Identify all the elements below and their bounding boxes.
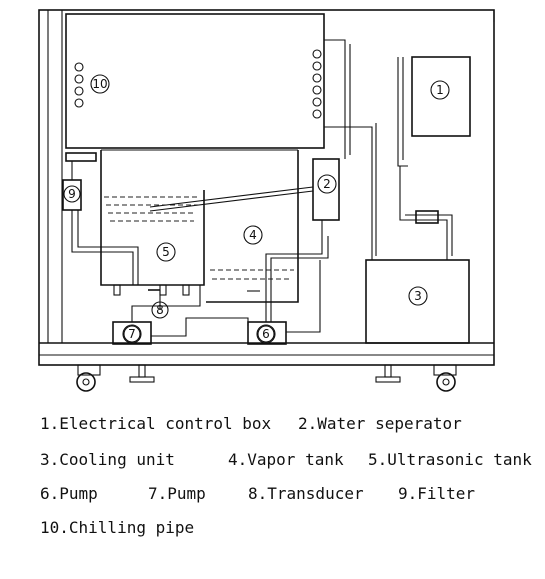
legend-item-2: 2.Water seperator — [298, 414, 462, 433]
machine-diagram: 10 1 2 9 4 5 3 8 7 6 1.Electrical contro… — [38, 9, 532, 537]
legend-item-10: 10.Chilling pipe — [40, 518, 195, 537]
callout-1: 1 — [436, 83, 444, 97]
legend-item-4: 4.Vapor tank — [228, 450, 344, 469]
callout-4-circle — [243, 225, 263, 245]
legend-item-7: 7.Pump — [148, 484, 206, 503]
callouts: 10 1 2 9 4 5 3 8 7 6 — [63, 74, 450, 344]
callout-10: 10 — [92, 77, 107, 91]
ultrasonic-tank — [100, 149, 298, 296]
water-separator — [312, 158, 340, 242]
legend-item-5: 5.Ultrasonic tank — [368, 450, 532, 469]
legend-row-2: 3.Cooling unit 4.Vapor tank 5.Ultrasonic… — [40, 450, 532, 526]
callout-9: 9 — [68, 187, 76, 201]
callout-4: 4 — [249, 228, 257, 242]
legend-row-3: 6.Pump 7.Pump 8.Transducer 9.Filter — [40, 484, 475, 579]
callout-8-circle — [151, 301, 169, 319]
callout-7: 7 — [128, 327, 136, 341]
callout-7-circle — [122, 324, 142, 344]
callout-2: 2 — [323, 177, 331, 191]
callout-6: 6 — [262, 327, 270, 341]
callout-3: 3 — [414, 289, 422, 303]
casters — [76, 364, 457, 392]
legend-item-9: 9.Filter — [398, 484, 476, 503]
electrical-control-box — [411, 56, 471, 137]
chilling-pipe-box — [65, 13, 325, 149]
callout-3-circle — [408, 286, 428, 306]
legend-item-8: 8.Transducer — [248, 484, 364, 503]
legend-item-6: 6.Pump — [40, 484, 98, 503]
callout-1-circle — [430, 80, 450, 100]
legend-item-3: 3.Cooling unit — [40, 450, 175, 469]
callout-5-circle — [156, 242, 176, 262]
legend-item-1: 1.Electrical control box — [40, 414, 272, 433]
callout-9-circle — [63, 185, 81, 203]
callout-10-circle — [90, 74, 110, 94]
pump-6 — [247, 321, 287, 345]
callout-5: 5 — [162, 245, 170, 259]
callout-6-circle — [256, 324, 276, 344]
piping — [71, 39, 453, 337]
legend-row-4: 10.Chilling pipe — [40, 518, 194, 556]
callout-8: 8 — [156, 303, 164, 317]
inline-filter — [415, 210, 439, 224]
vapor-tank — [206, 150, 299, 303]
legend-row-1: 1.Electrical control box 2.Water seperat… — [40, 414, 462, 471]
callout-2-circle — [317, 174, 337, 194]
transducer — [148, 289, 161, 310]
cooling-unit — [365, 259, 470, 344]
machine-drawing: 10 1 2 9 4 5 3 8 7 6 — [38, 9, 495, 392]
